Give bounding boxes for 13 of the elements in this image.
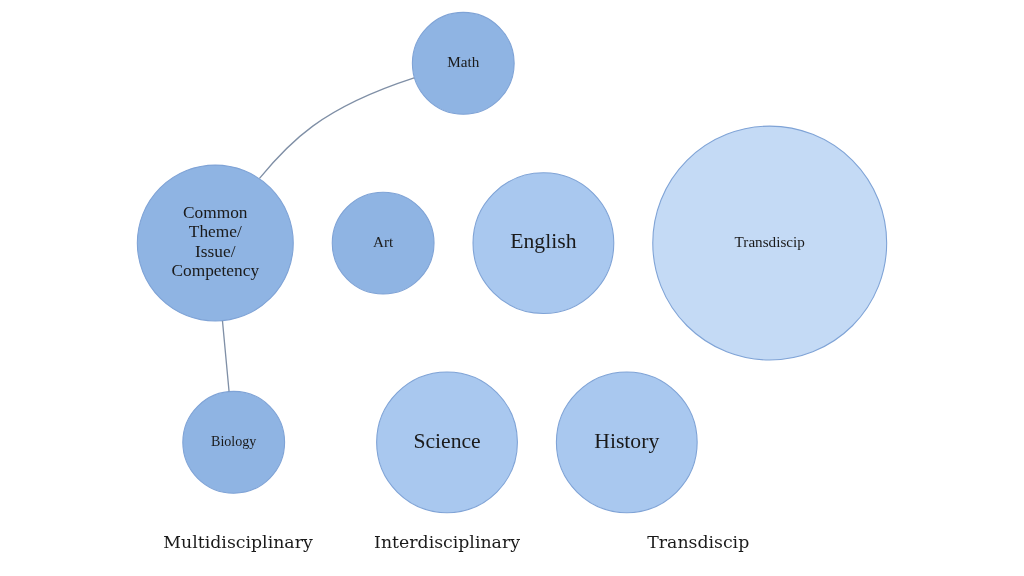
label: Multidisciplinary bbox=[163, 532, 313, 553]
node-circle: Transdiscip bbox=[652, 125, 888, 361]
node-circle: English bbox=[472, 172, 615, 314]
connector bbox=[221, 320, 230, 392]
node-circle: Science bbox=[376, 371, 518, 514]
label: Transdiscip bbox=[647, 532, 750, 553]
node-circle: Art bbox=[331, 191, 435, 295]
node-circle: Common Theme/ Issue/ Competency bbox=[136, 164, 294, 322]
label: Interdisciplinary bbox=[374, 532, 520, 553]
node-circle: Biology bbox=[182, 390, 286, 494]
connector bbox=[258, 77, 415, 180]
node-circle: History bbox=[555, 371, 698, 514]
node-circle: Math bbox=[411, 11, 515, 115]
